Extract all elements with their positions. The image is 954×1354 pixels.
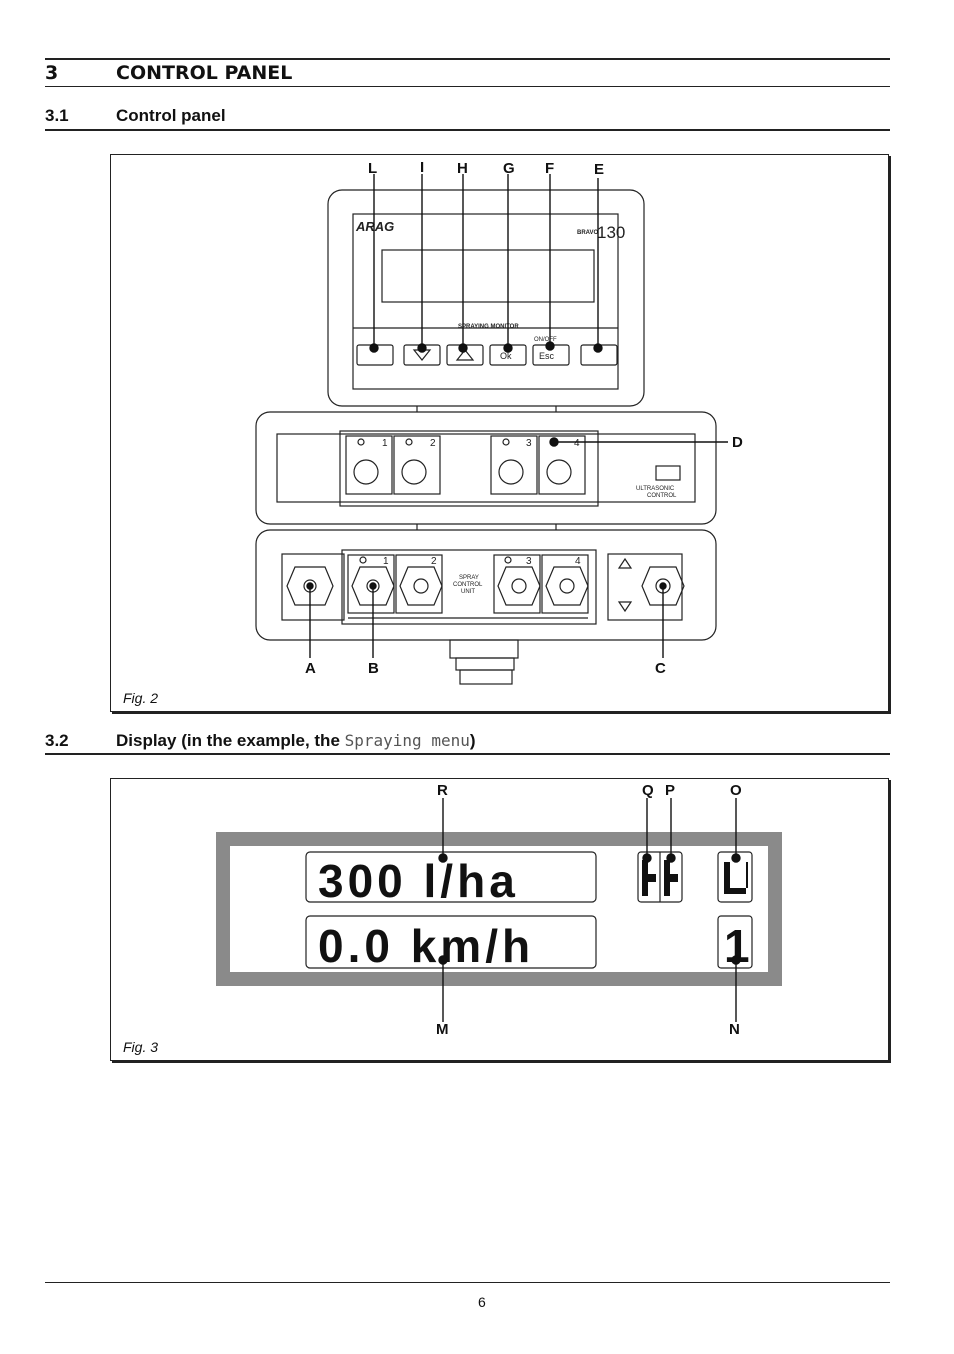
svg-text:1: 1	[383, 556, 389, 567]
svg-text:2: 2	[430, 438, 436, 449]
display-drawing: 300 l/ha 0.0 km/h 1 R Q P O M N	[216, 782, 782, 1038]
callout-p: P	[665, 782, 675, 799]
svg-text:3: 3	[526, 438, 532, 449]
svg-text:4: 4	[575, 556, 581, 567]
callout-e: E	[594, 161, 604, 178]
svg-text:ULTRASONIC: ULTRASONIC	[636, 486, 675, 492]
callout-b: B	[368, 660, 379, 677]
svg-text:CONTROL: CONTROL	[647, 493, 677, 499]
svg-text:SPRAYING MONITOR: SPRAYING MONITOR	[458, 324, 519, 330]
callout-h: H	[457, 160, 468, 177]
section-number: 3	[45, 62, 59, 84]
figure-3-frame	[110, 778, 889, 1061]
svg-text:Ok: Ok	[500, 351, 512, 361]
svg-text:UNIT: UNIT	[461, 589, 475, 595]
svg-text:1: 1	[382, 438, 388, 449]
svg-text:BRAVO: BRAVO	[577, 230, 599, 236]
svg-text:CONTROL: CONTROL	[453, 582, 483, 588]
display-line-1: 300 l/ha	[318, 855, 519, 907]
callout-i: I	[420, 159, 424, 176]
monitor-face	[352, 213, 619, 390]
callout-d: D	[732, 434, 743, 451]
figure-2-caption: Fig. 2	[123, 690, 159, 706]
monitor-body	[327, 189, 645, 407]
display-line-2: 0.0 km/h	[318, 920, 534, 972]
callout-l: L	[368, 160, 377, 177]
subsection-title: Control panel	[116, 106, 226, 125]
display-line-1-box	[305, 851, 597, 903]
callout-c: C	[655, 660, 666, 677]
callout-q: Q	[642, 782, 654, 799]
subsection-number: 3.1	[45, 106, 69, 125]
callout-f: F	[545, 160, 554, 177]
callout-a: A	[305, 660, 316, 677]
subsection-rule-2	[45, 753, 890, 755]
page-number: 6	[478, 1294, 486, 1310]
callout-n: N	[729, 1021, 740, 1038]
lcd-window	[381, 249, 595, 303]
callout-o: O	[730, 782, 742, 799]
svg-text:SPRAY: SPRAY	[459, 575, 479, 581]
subsection-number-2: 3.2	[45, 731, 69, 750]
control-panel-drawing: ARAG BRAVO 130 SPRAYING MONITOR ON/OFF O…	[255, 159, 743, 685]
svg-text:4: 4	[574, 438, 580, 449]
callout-g: G	[503, 160, 515, 177]
top-rule	[45, 58, 890, 60]
display-line-2-box	[305, 915, 597, 969]
subsection-rule	[45, 129, 890, 131]
svg-text:130: 130	[597, 223, 625, 242]
subsection-title-2: Display (in the example, the Spraying me…	[116, 731, 476, 750]
figure-3-caption: Fig. 3	[123, 1039, 159, 1055]
svg-text:2: 2	[431, 556, 437, 567]
svg-text:ON/OFF: ON/OFF	[534, 337, 557, 343]
figure-2-frame	[110, 154, 889, 712]
ultrasonic-panel	[255, 411, 717, 525]
footer-rule	[45, 1282, 890, 1283]
callout-r: R	[437, 782, 448, 799]
svg-text:Esc: Esc	[539, 351, 555, 361]
section-rule	[45, 86, 890, 87]
callout-m: M	[436, 1021, 449, 1038]
section-title: CONTROL PANEL	[116, 62, 293, 84]
svg-text:3: 3	[526, 556, 532, 567]
